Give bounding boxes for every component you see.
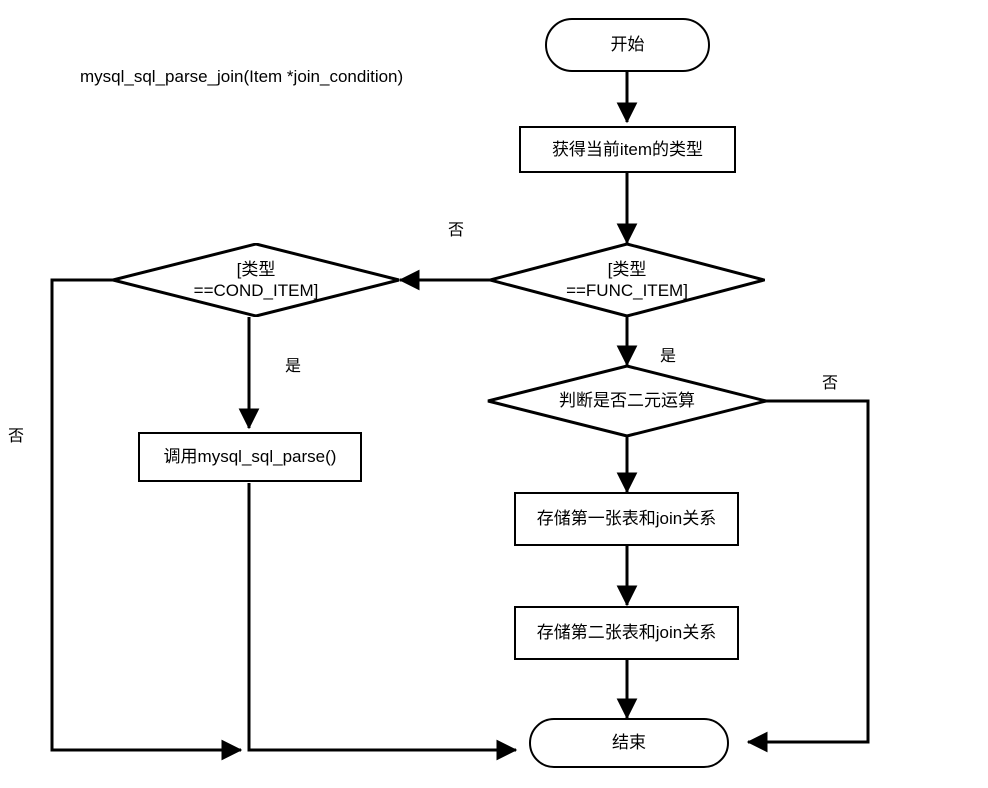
node-decision-cond-item: [类型 ==COND_ITEM] (112, 243, 400, 317)
node-store-first-table: 存储第一张表和join关系 (514, 492, 739, 546)
edge-label-func-item-yes: 是 (660, 348, 677, 365)
node-call-mysql-sql-parse-label: 调用mysql_sql_parse() (163, 447, 337, 467)
edge-is-binary-no-to-end (746, 399, 870, 753)
node-start-label: 开始 (610, 35, 645, 55)
node-store-second-table: 存储第二张表和join关系 (514, 606, 739, 660)
node-end-label: 结束 (612, 733, 646, 753)
node-store-second-table-label: 存储第二张表和join关系 (536, 623, 717, 643)
node-store-first-table-label: 存储第一张表和join关系 (536, 509, 717, 529)
node-call-mysql-sql-parse: 调用mysql_sql_parse() (138, 432, 362, 482)
diagram-title: mysql_sql_parse_join(Item *join_conditio… (80, 67, 404, 86)
decision-func-item-shape (489, 243, 765, 317)
edge-label-func-item-no: 否 (448, 222, 465, 239)
node-decision-func-item-label: [类型 ==FUNC_ITEM] (566, 259, 688, 300)
node-decision-func-item: [类型 ==FUNC_ITEM] (489, 243, 765, 317)
node-decision-is-binary: 判断是否二元运算 (487, 365, 767, 437)
node-get-item-type-label: 获得当前item的类型 (551, 139, 704, 159)
node-decision-is-binary-label: 判断是否二元运算 (559, 391, 695, 411)
edge-label-cond-item-no: 否 (8, 428, 25, 445)
node-decision-cond-item-label: [类型 ==COND_ITEM] (193, 259, 319, 300)
edge-call-parse-to-end (247, 483, 518, 761)
edge-label-is-binary-no: 否 (822, 375, 839, 392)
decision-cond-item-shape (112, 243, 400, 317)
node-end: 结束 (529, 718, 729, 768)
decision-is-binary-shape (487, 365, 767, 437)
node-get-item-type: 获得当前item的类型 (519, 126, 736, 173)
edge-cond-item-no-to-end (50, 278, 243, 761)
edge-label-cond-item-yes: 是 (285, 358, 302, 375)
node-start: 开始 (545, 18, 710, 72)
